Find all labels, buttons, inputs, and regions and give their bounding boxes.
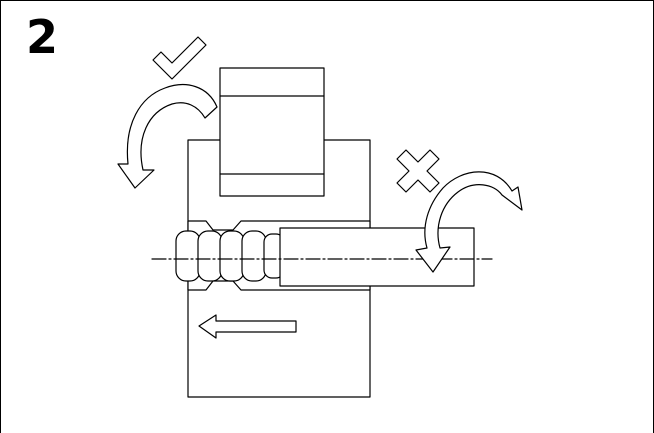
- clockwise-arrow-icon: [415, 171, 523, 273]
- step-number: 2: [26, 10, 59, 64]
- check-icon: [152, 36, 207, 80]
- cross-icon: [396, 149, 440, 193]
- left-arrow-icon: [198, 314, 297, 339]
- threaded-fitting: [175, 230, 285, 282]
- top-clamp-block: [219, 67, 325, 197]
- counterclockwise-arrow-icon: [117, 84, 218, 189]
- pipe-tube: [279, 227, 475, 287]
